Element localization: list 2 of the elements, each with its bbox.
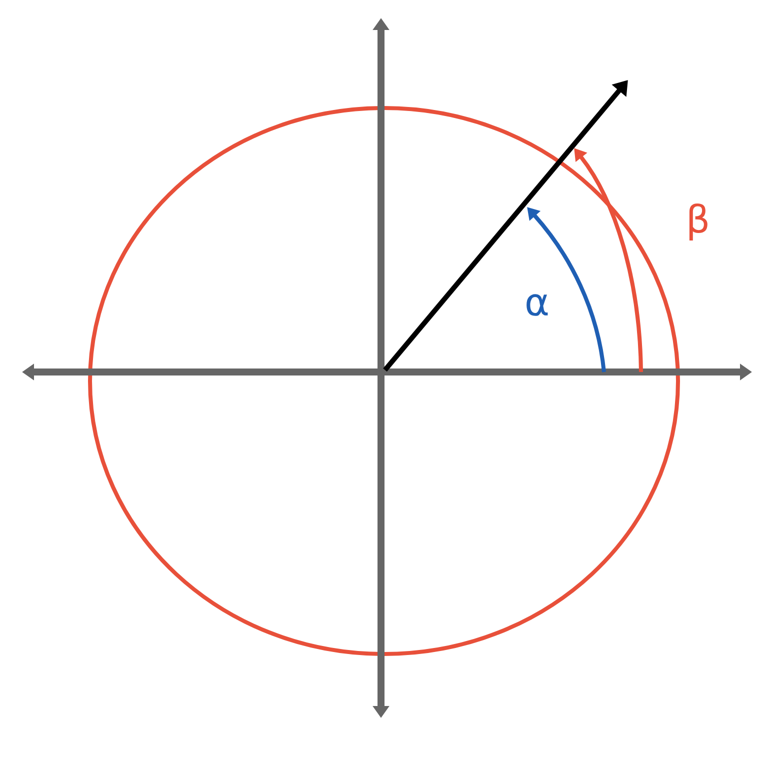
angle-label: β — [689, 203, 708, 240]
angle-label: α — [526, 294, 548, 316]
